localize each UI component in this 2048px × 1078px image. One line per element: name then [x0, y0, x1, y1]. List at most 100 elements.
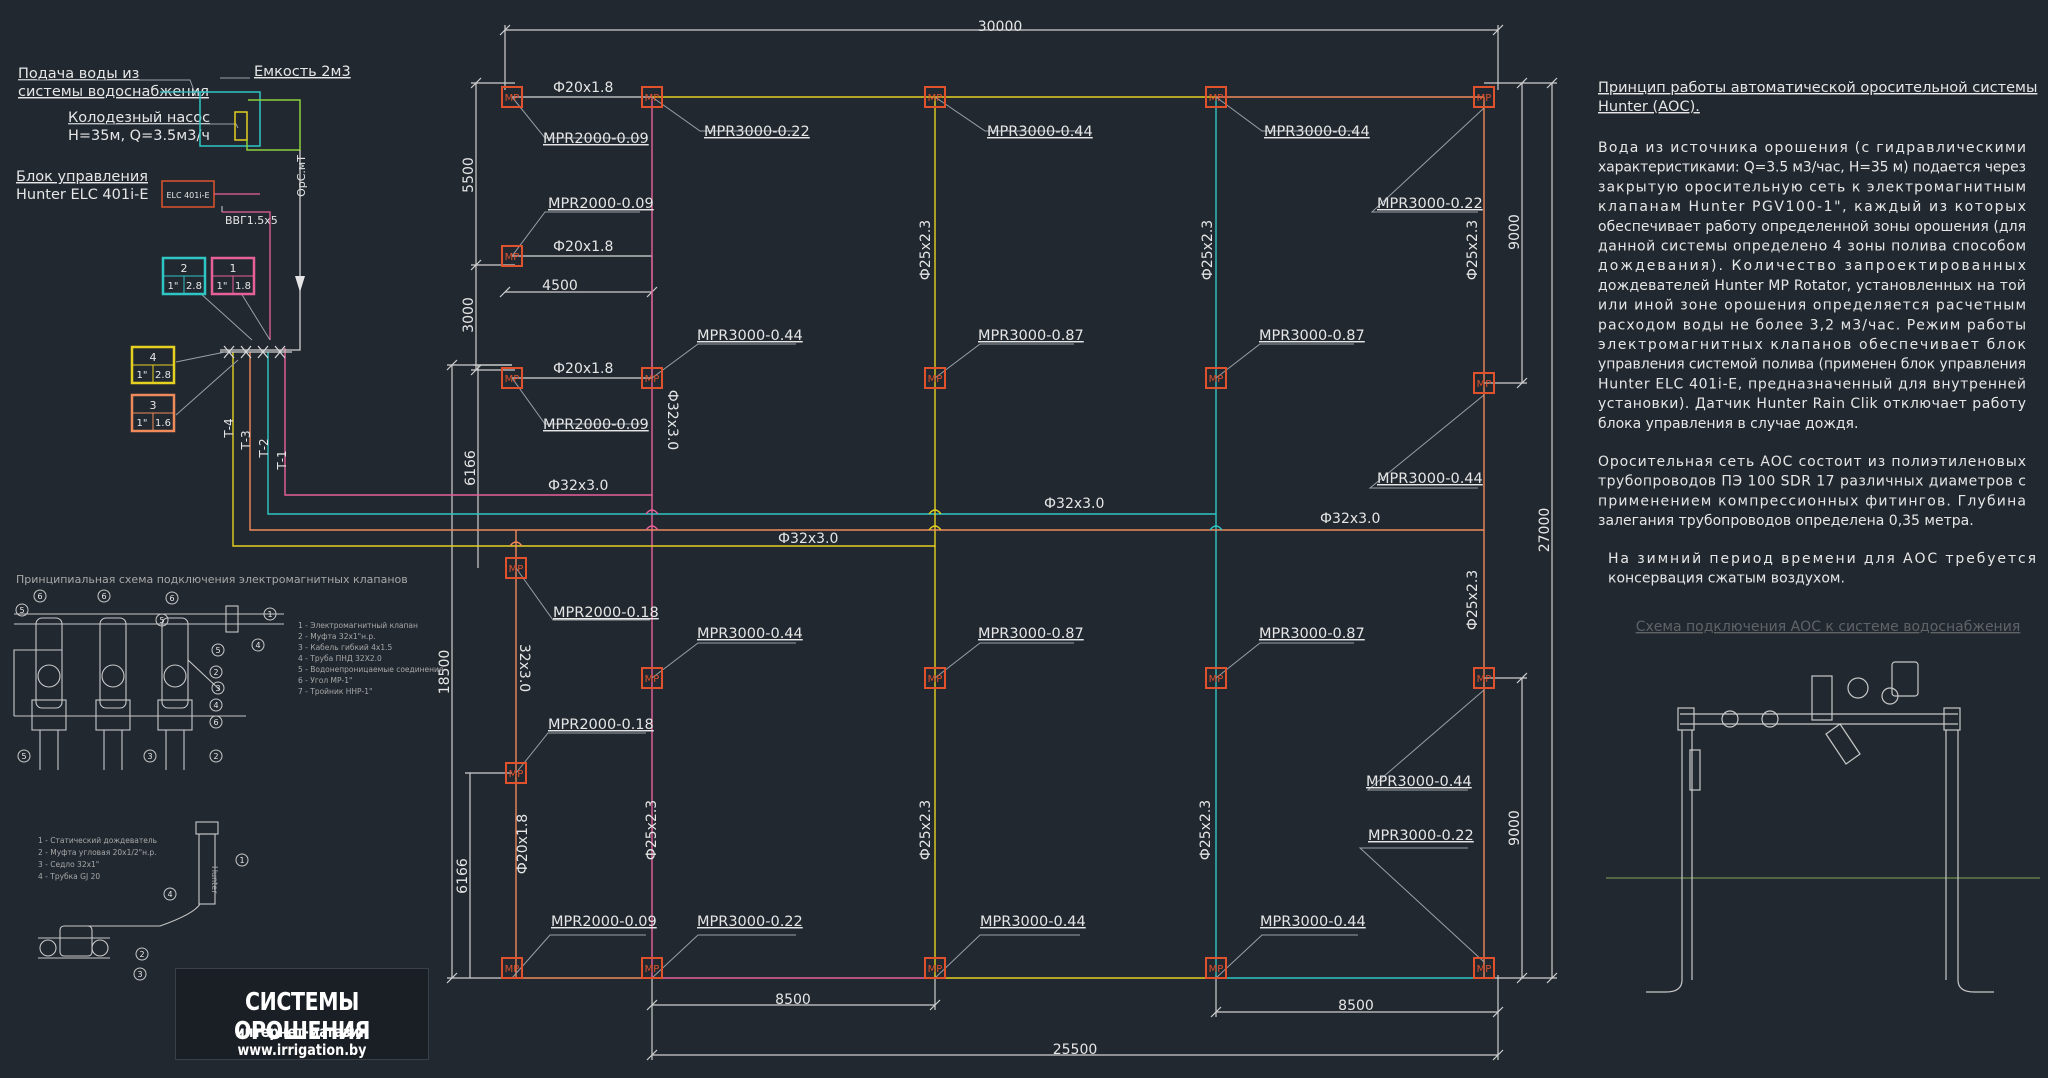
description-para2: Оросительная сеть АОС состоит из полиэти… — [1598, 454, 2026, 529]
sprinkler-schema-drawing — [38, 821, 219, 959]
dim-bottom-left: 8500 — [775, 992, 811, 1008]
svg-text:MP: MP — [1209, 374, 1224, 385]
dim-left-6166-lower: 6166 — [455, 858, 471, 894]
logo-subtitle: интернет-магазин www.irrigation.by — [235, 1023, 369, 1059]
description-line: Вода из источника орошения (с гидравличе… — [1598, 140, 2026, 156]
svg-text:MP: MP — [505, 252, 520, 263]
zone-pipe-t2: Т-2 — [257, 438, 271, 458]
sprinkler-label: MPR2000-0.09 — [551, 914, 657, 930]
svg-text:MP: MP — [645, 374, 660, 385]
sprinkler-label: MPR3000-0.87 — [978, 626, 1084, 642]
callout: 3 — [133, 967, 147, 981]
description-para3: На зимний период времени для АОС требует… — [1608, 551, 2036, 587]
description-line: или иной зоне орошения определяется расч… — [1598, 298, 2026, 314]
sprinkler-label: MPR2000-0.09 — [548, 196, 654, 212]
zone-flow: 2.8 — [155, 370, 171, 381]
description-line: залегания трубопроводов определена 0,35 … — [1598, 513, 1974, 529]
zone-box-4: 41"2.8 — [130, 345, 176, 385]
svg-text:5: 5 — [21, 752, 26, 761]
description-line: управления системой полива (применен бло… — [1598, 357, 2026, 373]
svg-text:MP: MP — [1477, 93, 1492, 104]
valve-legend-item: 7 - Тройник ННР-1" — [298, 687, 372, 696]
callout: 3 — [143, 749, 157, 763]
svg-text:MP: MP — [1209, 674, 1224, 685]
pipe-label: Ф20х1.8 — [553, 361, 613, 377]
valve-legend-item: 2 - Муфта 32х1"н.р. — [298, 632, 376, 641]
svg-text:6: 6 — [37, 592, 42, 601]
valve-legend-item: 5 - Водонепроницаемые соединения — [298, 665, 443, 674]
description-line: блока управления в случае дождя. — [1598, 416, 1858, 432]
callout: 4 — [163, 887, 177, 901]
zone-number: 3 — [150, 399, 157, 412]
sprinkler-mp: MP — [924, 86, 946, 108]
tank-label: Емкость 2м3 — [254, 64, 351, 80]
svg-text:MP: MP — [505, 374, 520, 385]
zone-size: 1" — [168, 281, 179, 292]
description-line: закрытую оросительную сеть к электромагн… — [1598, 179, 2026, 195]
pipe-label: Ф20х1.8 — [553, 80, 613, 96]
callout: 1 — [263, 607, 277, 621]
sprinkler-label: MPR2000-0.18 — [548, 717, 654, 733]
callout: 5 — [17, 749, 31, 763]
leader-lines — [511, 96, 1485, 979]
description-line: применением компрессионных фитингов. Глу… — [1598, 493, 2026, 509]
svg-text:5: 5 — [159, 616, 164, 625]
svg-text:4: 4 — [213, 701, 218, 710]
description-line: консервация сжатым воздухом. — [1608, 571, 1845, 587]
pipe-label: Ф25х2.3 — [1465, 220, 1481, 280]
valve-schema-drawing — [13, 605, 284, 770]
dim-bottom-total: 25500 — [1053, 1042, 1098, 1058]
dim-left-18500: 18500 — [437, 650, 453, 695]
svg-text:MP: MP — [509, 564, 524, 575]
pipe-labels: Ф20х1.8 Ф20х1.8 Ф20х1.8 Ф20х1.8 Ф32х3.0 … — [515, 80, 1481, 874]
sprinkler-mp: MP — [924, 667, 946, 689]
description-line: На зимний период времени для АОС требует… — [1608, 551, 2036, 567]
valve-legend-item: 4 - Труба ПНД 32Х2.0 — [298, 654, 382, 663]
description-line: установки). Датчик Hunter Rain Clik откл… — [1598, 396, 2026, 412]
sprinkler-label: MPR3000-0.22 — [697, 914, 803, 930]
valve-legend-item: 6 - Угол МР-1" — [298, 676, 352, 685]
sprinkler-label: MPR3000-0.44 — [980, 914, 1086, 930]
callout: 2 — [209, 665, 223, 679]
svg-text:1: 1 — [267, 610, 272, 619]
tank-shape — [199, 91, 261, 147]
valve-legend-item: 3 - Кабель гибкий 4х1.5 — [298, 643, 392, 652]
pipe-label: Ф32х3.0 — [1320, 511, 1380, 527]
pipe-label: Ф32х3.0 — [1044, 496, 1104, 512]
svg-text:MP: MP — [1477, 964, 1492, 975]
dim-top-total: 30000 — [978, 19, 1023, 35]
controller-label-2: Hunter ELC 401i-E — [16, 187, 149, 203]
description-block: Принцип работы автоматической оросительн… — [1598, 80, 2037, 635]
svg-text:4: 4 — [167, 890, 172, 899]
pipe-label: Ф25х2.3 — [644, 800, 660, 860]
callout: 5 — [15, 603, 29, 617]
sprinkler-label: MPR3000-0.44 — [1260, 914, 1366, 930]
sprinkler-mp: MP — [1473, 372, 1495, 394]
zone-number: 2 — [181, 262, 188, 275]
valve-manifold — [223, 345, 286, 359]
description-line: Hunter ELC 401i-E, предназначенный для в… — [1598, 376, 2026, 392]
callout: 5 — [211, 643, 225, 657]
svg-text:3: 3 — [137, 970, 142, 979]
description-line: данной системы определено 4 зоны полива … — [1598, 239, 2026, 255]
svg-text:MP: MP — [928, 674, 943, 685]
callout: 2 — [209, 749, 223, 763]
sprinkler-mp: MP — [1473, 957, 1495, 979]
sprinkler-mp: MP — [641, 957, 663, 979]
description-line: электромагнитных клапанов обеспечивает б… — [1598, 337, 2026, 353]
callout: 6 — [97, 589, 111, 603]
svg-text:MP: MP — [928, 964, 943, 975]
pipe-label: Ф20х1.8 — [515, 814, 531, 874]
callout: 4 — [209, 698, 223, 712]
svg-text:2: 2 — [139, 950, 144, 959]
sprinkler-mp: MP — [501, 367, 523, 389]
sprinkler-label: MPR3000-0.44 — [697, 328, 803, 344]
company-logo: СИСТЕМЫ ОРОШЕНИЯ интернет-магазин www.ir… — [175, 968, 429, 1060]
zone-size: 1" — [137, 370, 148, 381]
callout: 4 — [251, 638, 265, 652]
description-line: характеристиками: Q=3.5 м3/час, H=35 м) … — [1598, 160, 2026, 176]
logo-title: СИСТЕМЫ ОРОШЕНИЯ — [233, 987, 371, 1045]
